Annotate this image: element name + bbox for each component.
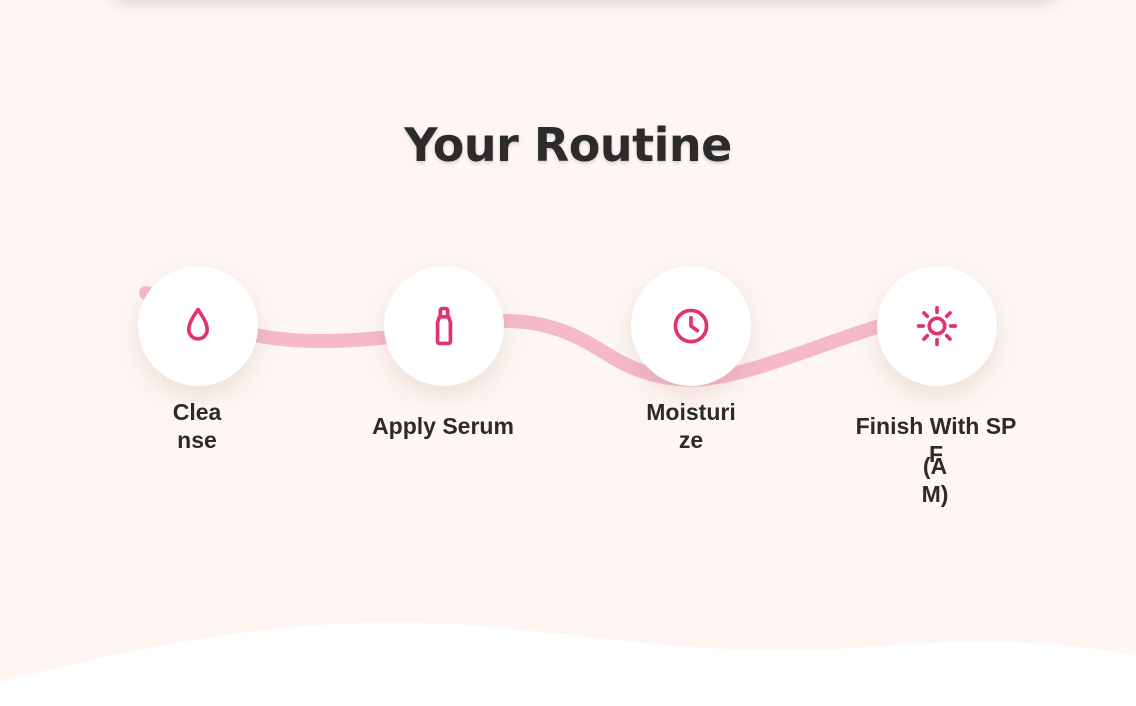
step-label-finish-spf: Finish With SPF <box>855 413 1017 467</box>
step-label-cleanse: Cleanse <box>172 399 222 453</box>
step-moisturize[interactable] <box>631 266 751 386</box>
serum-bottle-icon <box>435 306 453 346</box>
step-apply-serum[interactable] <box>384 266 504 386</box>
step-finish-spf[interactable] <box>877 266 997 386</box>
step-label-finish-spf-extra: (AM) <box>921 453 949 507</box>
step-cleanse[interactable] <box>138 266 258 386</box>
bottom-wave <box>0 622 1136 706</box>
water-drop-icon <box>187 307 209 341</box>
section-title: Your Routine <box>404 118 732 172</box>
clock-icon <box>673 308 709 344</box>
step-label-moisturize: Moisturize <box>646 399 736 453</box>
sun-icon <box>916 305 958 347</box>
step-label-apply-serum: Apply Serum <box>372 413 514 439</box>
